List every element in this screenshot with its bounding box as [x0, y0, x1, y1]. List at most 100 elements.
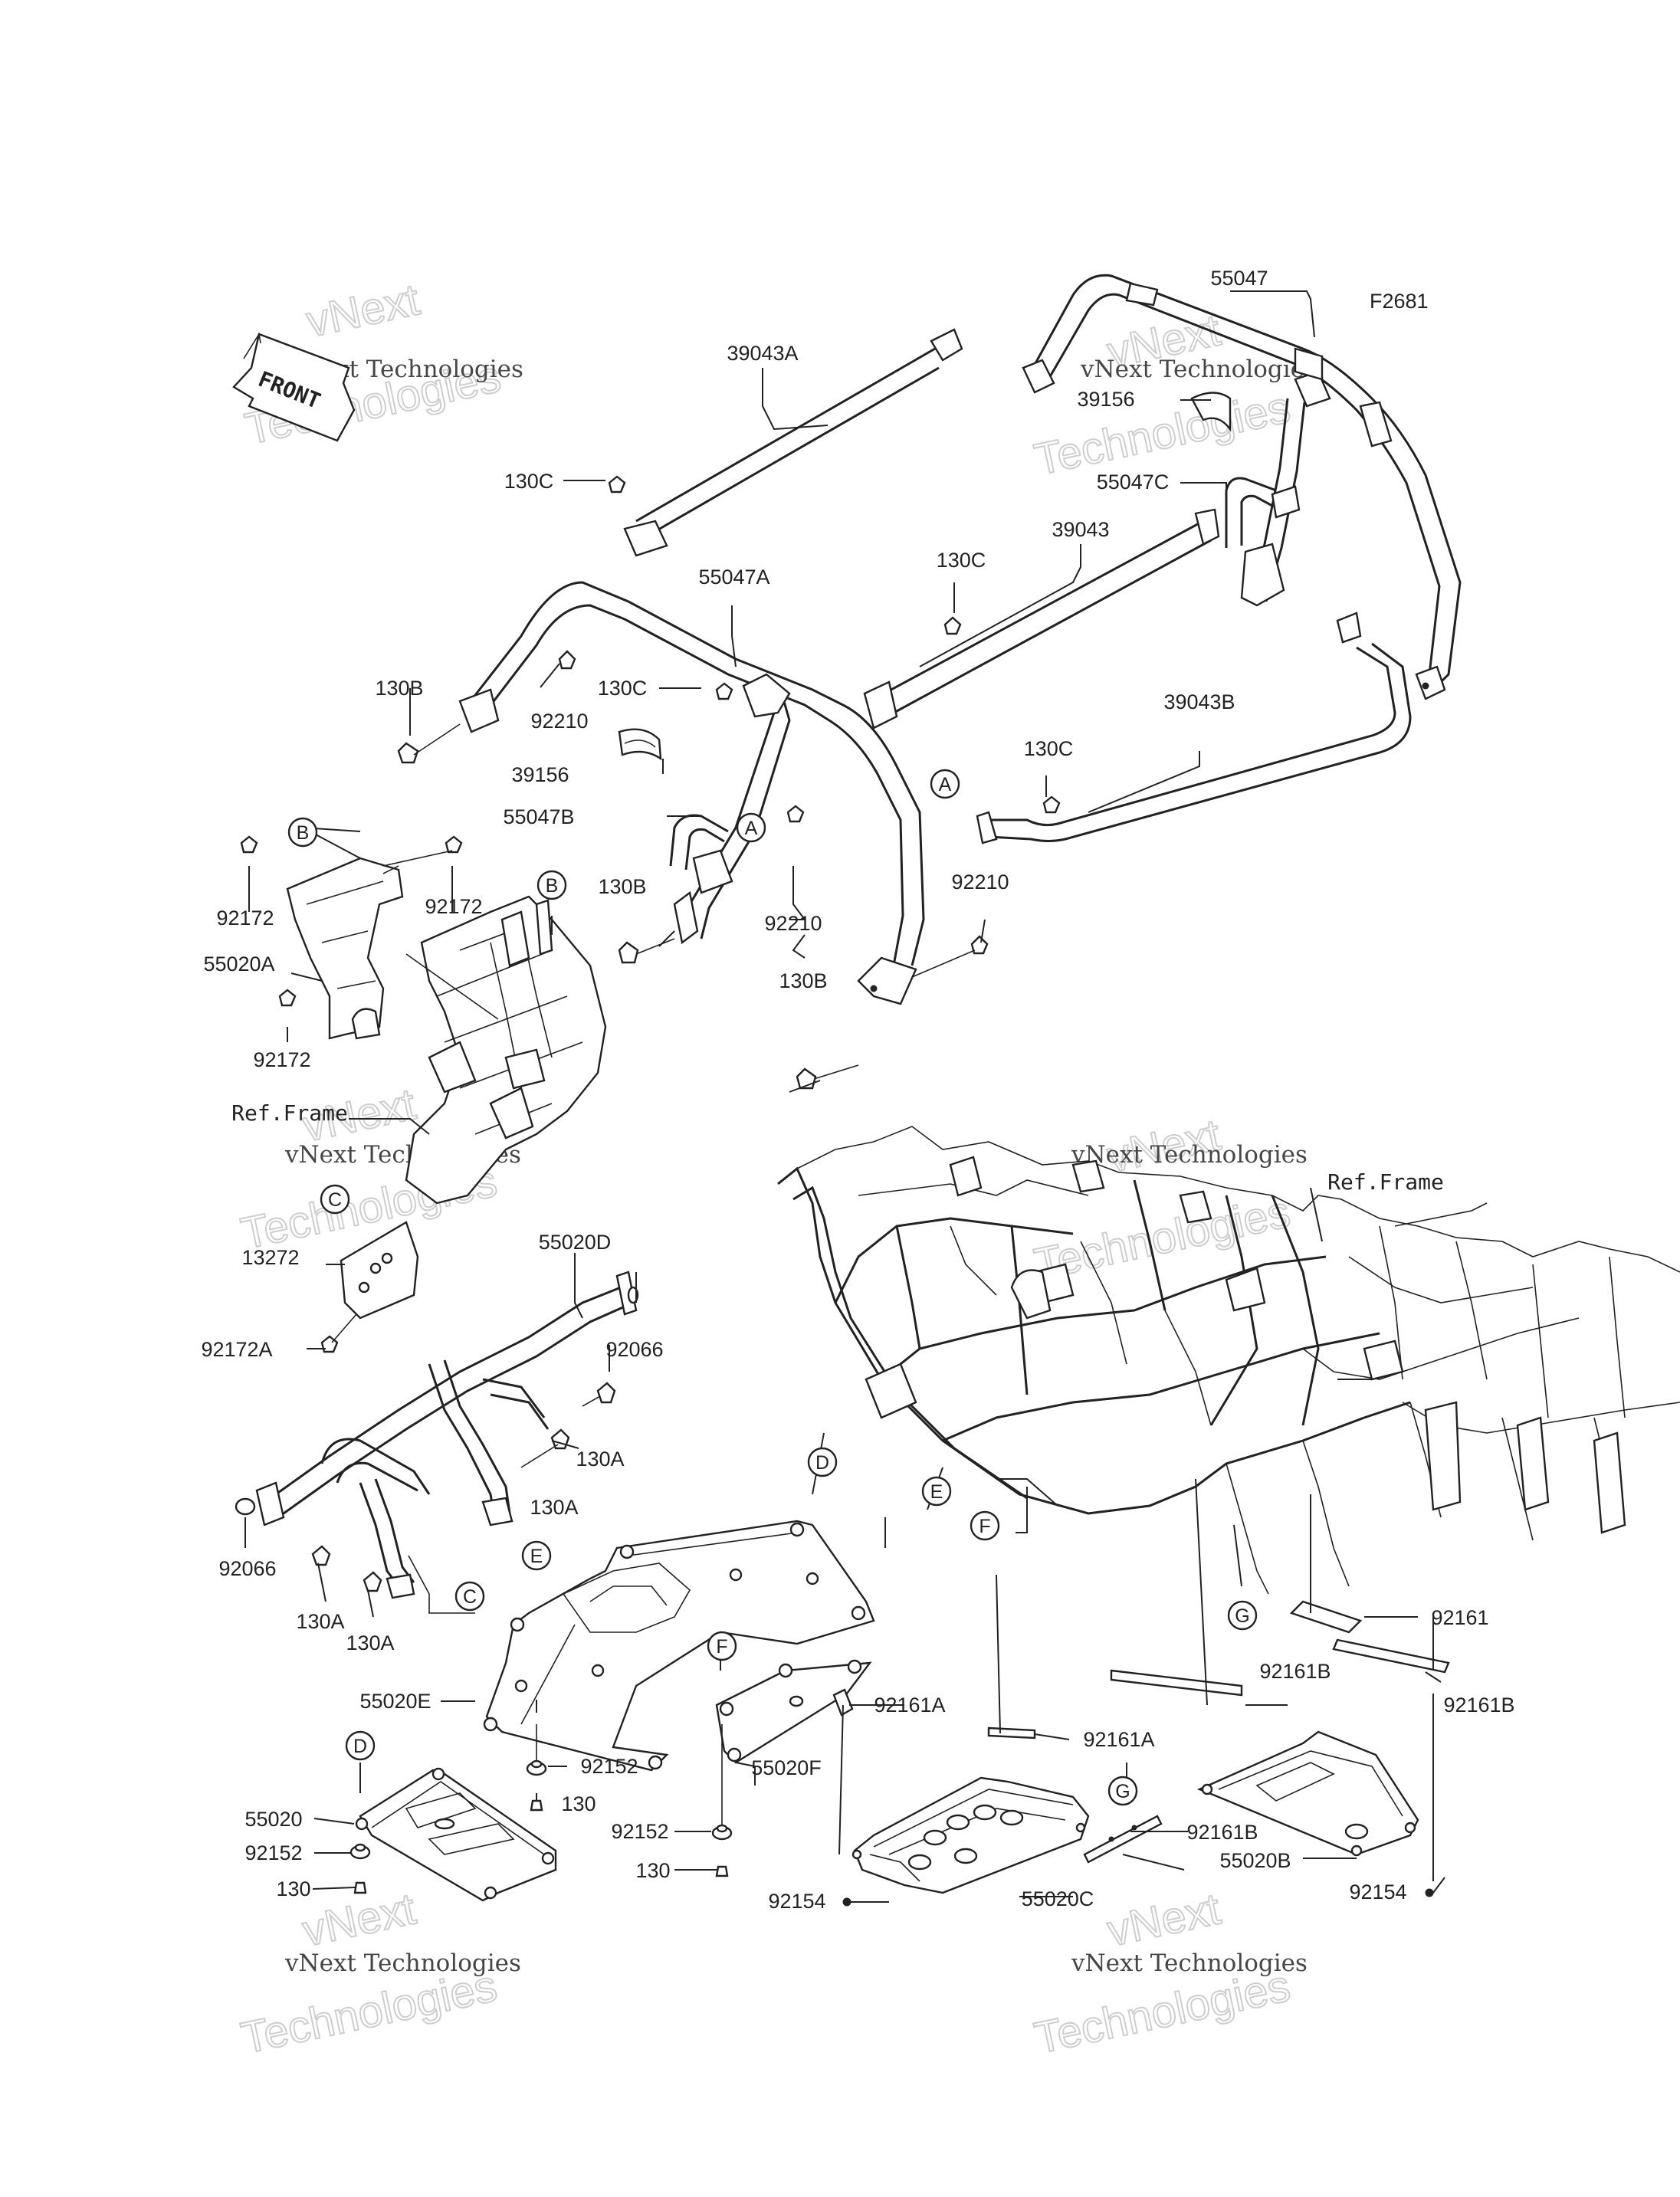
callout-g-1: G — [1227, 1600, 1258, 1631]
label-92154-b: 92154 — [1349, 1881, 1406, 1904]
watermark-text: vNext Technologies — [284, 1949, 521, 1977]
callout-c-1: C — [320, 1184, 350, 1215]
watermark-text: vNext Technologies — [1071, 1141, 1308, 1169]
callout-b-1: B — [287, 817, 318, 848]
label-55020b: 55020B — [1219, 1849, 1291, 1872]
skid-plate-55020c — [851, 1776, 1090, 1894]
svg-text:A: A — [939, 774, 952, 795]
callout-f-2: F — [707, 1631, 737, 1661]
svg-text:E: E — [930, 1481, 943, 1503]
watermark-brand: vNext — [1103, 1884, 1225, 1956]
label-92161b-a: 92161B — [1259, 1660, 1331, 1683]
callout-a-1: A — [930, 769, 960, 799]
label-92161: 92161 — [1431, 1606, 1488, 1629]
svg-text:G: G — [1115, 1781, 1130, 1802]
label-55047c: 55047C — [1097, 471, 1170, 494]
label-92172a: 92172A — [201, 1338, 272, 1361]
label-39156-top: 39156 — [1077, 388, 1134, 411]
label-130b-a: 130B — [375, 677, 423, 700]
label-130b-b: 130B — [598, 875, 646, 898]
svg-text:G: G — [1235, 1605, 1249, 1627]
label-ref-frame-left: Ref.Frame — [231, 1100, 348, 1126]
label-55020d: 55020D — [539, 1231, 612, 1254]
label-92152-c: 92152 — [611, 1820, 668, 1843]
label-39043b: 39043B — [1163, 690, 1235, 713]
skid-plate-55020 — [355, 1767, 557, 1902]
label-92210-c: 92210 — [951, 871, 1009, 894]
skid-plate-55020e — [483, 1520, 875, 1772]
label-39043: 39043 — [1052, 518, 1109, 541]
watermark-top-right: vNext Technologies vNext Technologies — [1029, 304, 1317, 485]
label-92066-b: 92066 — [218, 1557, 276, 1580]
label-13272: 13272 — [241, 1246, 299, 1269]
watermark-bottom-right: vNext Technologies vNext Technologies — [1029, 1883, 1308, 2064]
label-130a-b: 130A — [530, 1496, 578, 1519]
label-130a-a: 130A — [576, 1448, 624, 1471]
label-92172-a: 92172 — [216, 907, 274, 930]
callout-e-1: E — [921, 1476, 952, 1507]
label-55020: 55020 — [244, 1808, 302, 1831]
label-130-b: 130 — [635, 1859, 670, 1882]
skid-plate-55020f — [715, 1659, 872, 1764]
label-92161b-c: 92161B — [1186, 1821, 1258, 1844]
label-92154-a: 92154 — [768, 1890, 825, 1913]
main-frame — [777, 1126, 1680, 1595]
label-130a-d: 130A — [346, 1631, 394, 1654]
label-130c-d: 130C — [1024, 737, 1074, 760]
callout-e-2: E — [521, 1540, 552, 1571]
part-labels: 55047 39043A 39156 55047C 130C 39043 130… — [201, 267, 1514, 1913]
label-130a-c: 130A — [296, 1610, 344, 1633]
label-92066-a: 92066 — [605, 1338, 663, 1361]
label-55020e: 55020E — [359, 1690, 431, 1713]
svg-text:A: A — [745, 818, 758, 839]
watermark-text: vNext Technologies — [1080, 356, 1317, 383]
skid-plate-55020b — [1196, 1730, 1419, 1857]
callout-d-1: D — [807, 1447, 838, 1477]
watermark-text: vNext Technologies — [1071, 1949, 1308, 1977]
label-55020f: 55020F — [751, 1756, 822, 1779]
svg-text:B: B — [297, 822, 310, 844]
label-55020c: 55020C — [1022, 1887, 1094, 1910]
callout-c-2: C — [454, 1581, 485, 1612]
label-92152-a: 92152 — [580, 1755, 638, 1778]
svg-text:F: F — [979, 1516, 990, 1537]
label-55047a: 55047A — [698, 566, 769, 589]
label-130-a: 130 — [561, 1792, 596, 1815]
label-55020a: 55020A — [203, 953, 274, 976]
callout-d-2: D — [345, 1730, 376, 1761]
watermark-mid-right: vNext Technologies vNext Technologies — [1029, 1109, 1308, 1290]
svg-text:F: F — [716, 1636, 727, 1658]
grommets-and-bolts — [349, 1724, 1434, 1907]
front-frame-detail — [240, 835, 607, 1353]
label-130b-c: 130B — [779, 969, 827, 992]
label-130-c: 130 — [276, 1877, 310, 1900]
label-55047b: 55047B — [503, 805, 574, 828]
label-92210-b: 92210 — [764, 912, 822, 935]
front-bumper-55020d — [235, 1271, 639, 1614]
diagram-code: F2681 — [1370, 290, 1429, 313]
svg-text:E: E — [530, 1546, 543, 1567]
svg-text:C: C — [328, 1189, 342, 1211]
front-direction-arrow: FRONT — [232, 332, 356, 442]
label-92161a-a: 92161A — [874, 1694, 945, 1717]
label-ref-frame-right: Ref.Frame — [1327, 1169, 1444, 1195]
label-130c-c: 130C — [598, 677, 648, 700]
label-92172-c: 92172 — [253, 1048, 310, 1071]
label-39043a: 39043A — [727, 342, 798, 365]
callout-g-2: G — [1107, 1776, 1138, 1806]
watermark-brand: vNext — [298, 1884, 420, 1956]
watermark-bottom-left: vNext Technologies vNext Technologies — [236, 1883, 521, 2064]
callout-a-2: A — [736, 812, 766, 843]
watermark-big-text: Technologies — [1030, 382, 1294, 485]
label-92161b-b: 92161B — [1443, 1694, 1514, 1717]
callout-b-2: B — [536, 870, 567, 900]
label-92172-b: 92172 — [425, 895, 482, 918]
label-92152-b: 92152 — [244, 1841, 302, 1864]
svg-text:C: C — [463, 1586, 477, 1608]
label-130c-b: 130C — [937, 549, 986, 572]
svg-text:D: D — [815, 1452, 829, 1474]
roll-bar-rear-right — [863, 274, 1462, 844]
label-92210-a: 92210 — [530, 710, 588, 733]
svg-text:D: D — [353, 1736, 367, 1757]
